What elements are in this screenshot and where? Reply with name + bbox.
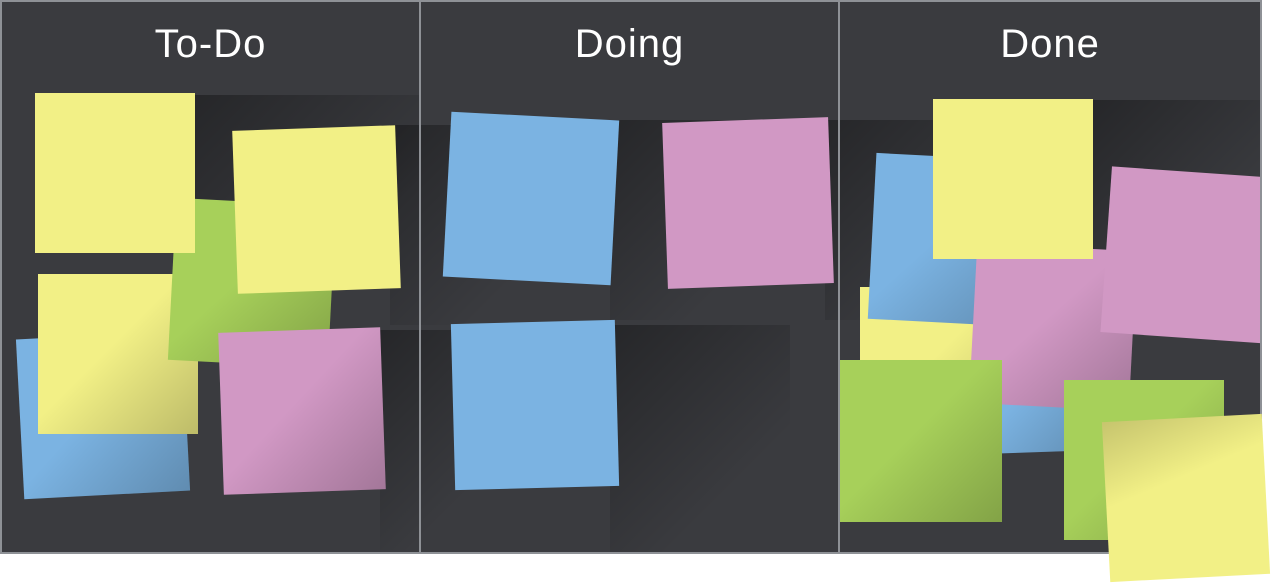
kanban-board: To-Do Doing Done — [0, 0, 1262, 554]
column-title-doing: Doing — [574, 22, 685, 66]
sticky-note-yellow[interactable] — [232, 125, 401, 294]
sticky-note-yellow[interactable] — [1101, 413, 1271, 583]
sticky-note-blue[interactable] — [442, 111, 620, 286]
sticky-note-green[interactable] — [840, 360, 1002, 522]
column-title-todo: To-Do — [154, 22, 267, 66]
sticky-note-pink[interactable] — [218, 327, 386, 495]
sticky-note-blue[interactable] — [450, 319, 620, 491]
column-title-done: Done — [1000, 22, 1100, 66]
column-todo: To-Do — [0, 0, 421, 554]
sticky-note-pink[interactable] — [662, 117, 834, 289]
sticky-note-yellow[interactable] — [35, 93, 195, 253]
column-doing: Doing — [419, 0, 840, 554]
sticky-note-pink[interactable] — [1100, 166, 1260, 344]
sticky-note-yellow[interactable] — [933, 99, 1093, 259]
